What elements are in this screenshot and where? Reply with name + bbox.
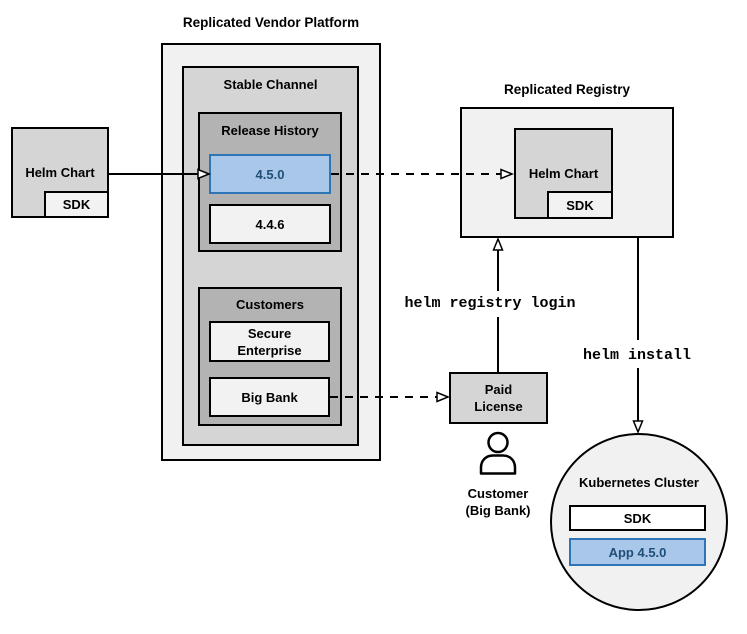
customer-caption: Customer (Big Bank) [448,485,548,519]
helm-install-command: helm install [582,347,692,364]
customer-secure-enterprise-box: Secure Enterprise [209,321,330,362]
customer-big-bank-label: Big Bank [241,389,298,405]
release-history-label: Release History [221,123,319,138]
platform-title: Replicated Vendor Platform [182,15,360,30]
release-version-446-box: 4.4.6 [209,204,331,244]
registry-sdk-box: SDK [547,191,613,219]
cluster-sdk-label: SDK [623,510,652,526]
registry-helm-chart-label: Helm Chart [528,166,599,181]
customer-icon [479,431,517,475]
customer-caption-org: (Big Bank) [465,503,531,518]
kubernetes-cluster-title: Kubernetes Cluster [579,475,699,490]
customer-caption-name: Customer [467,486,529,501]
registry-title: Replicated Registry [503,82,631,97]
registry-sdk-label: SDK [566,197,594,213]
cluster-app-box: App 4.5.0 [569,538,706,566]
paid-license-label: Paid License [474,382,523,414]
stable-channel-label: Stable Channel [223,77,318,92]
cluster-app-label: App 4.5.0 [608,544,667,560]
customer-secure-enterprise-label: Secure Enterprise [237,325,302,358]
arrow-registry-to-cluster [632,238,644,434]
release-version-450-box: 4.5.0 [209,154,331,194]
paid-license-box: Paid License [449,372,548,424]
source-sdk-box: SDK [44,191,109,218]
customer-big-bank-box: Big Bank [209,377,330,417]
source-helm-chart-label: Helm Chart [25,165,95,180]
release-version-450-label: 4.5.0 [255,166,285,182]
helm-registry-login-command: helm registry login [404,295,576,312]
cluster-sdk-box: SDK [569,505,706,531]
customers-label: Customers [236,297,304,312]
source-sdk-label: SDK [62,197,91,212]
release-version-446-label: 4.4.6 [255,216,285,232]
